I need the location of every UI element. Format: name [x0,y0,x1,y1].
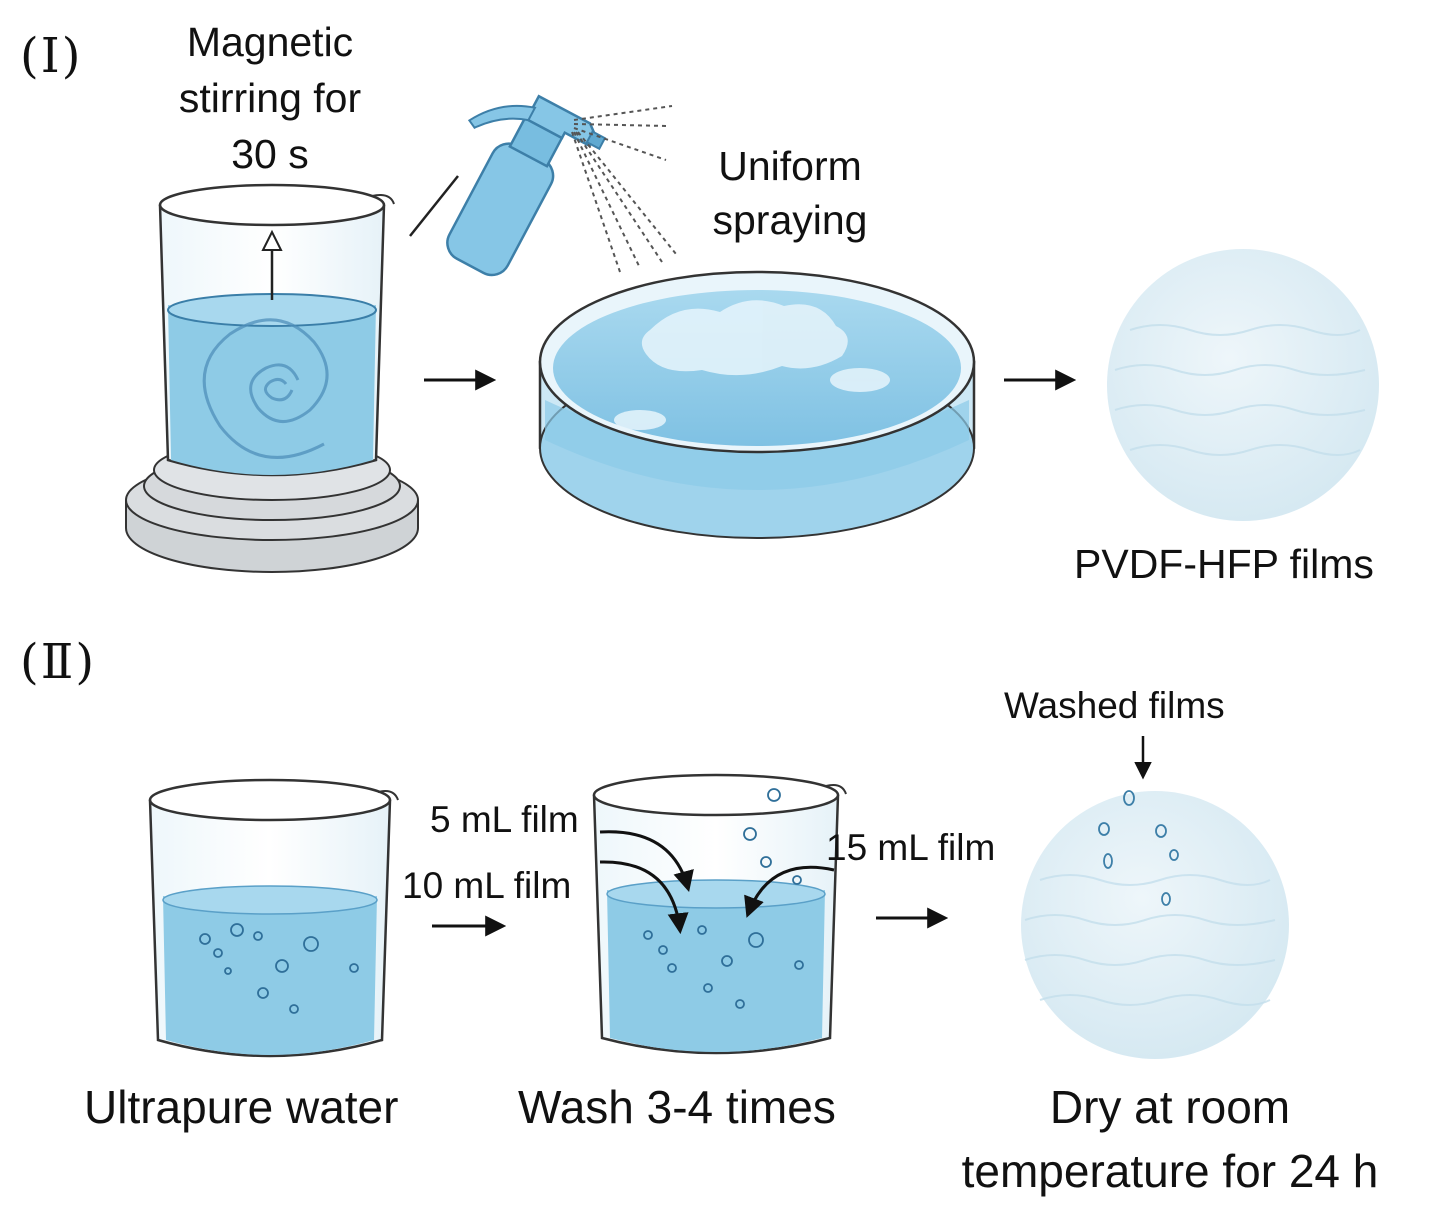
film-droplets [1098,790,1179,906]
panel-2-label: (Ⅱ) [20,634,97,690]
dish-foam [614,300,890,430]
washed-film [1021,790,1289,1059]
water-beaker [148,778,399,1058]
arrow-15ml [744,865,835,918]
wash-times-label: Wash 3-4 times [518,1081,836,1133]
panel-1-label: (Ⅰ) [20,28,83,84]
pvdf-hfp-film [1107,249,1379,521]
dry-label-line2: temperature for 24 h [961,1145,1379,1197]
arrow-5ml [599,830,694,893]
dry-label-line1: Dry at room [1049,1081,1291,1133]
wash-bubbles [643,788,804,1009]
pvdf-film-label: PVDF-HFP films [1074,541,1374,587]
spray-mist [571,105,677,273]
spray-bottle [409,94,607,277]
swirl-pattern [202,318,329,459]
stirring-beaker [158,183,395,477]
stir-label-line1: Magnetic [186,19,354,65]
spray-label-line2: spraying [712,197,868,243]
arrow-10ml [599,860,689,935]
water-bubbles [199,923,359,1014]
stir-label-line3: 30 s [231,131,309,177]
ultrapure-water-label: Ultrapure water [84,1081,399,1133]
wash-beaker [592,773,847,1055]
washed-films-label: Washed films [1004,685,1225,726]
film-10ml-label: 10 mL film [402,865,572,906]
film-5ml-label: 5 mL film [430,799,579,840]
petri-dish [538,270,976,539]
stir-label-line2: stirring for [178,75,362,121]
film-15ml-label: 15 mL film [826,827,996,868]
spray-label-line1: Uniform [718,143,862,189]
